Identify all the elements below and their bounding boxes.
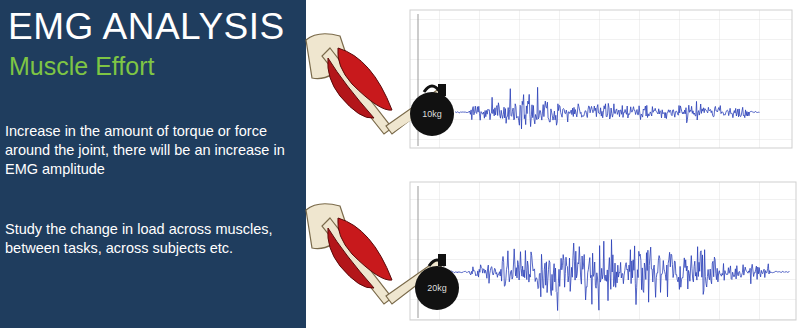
weight-label: 20kg [427, 283, 447, 293]
weight-label: 10kg [422, 109, 442, 119]
slide-subtitle: Muscle Effort [9, 52, 154, 81]
emg-plot [410, 182, 796, 320]
weight-circle: 10kg [410, 92, 454, 136]
weight-circle: 20kg [415, 266, 459, 310]
slide-title: EMG ANALYSIS [8, 6, 285, 48]
bullet-text: Study the change in load across muscles,… [5, 220, 303, 258]
bullet-text: Increase in the amount of torque or forc… [5, 122, 303, 179]
emg-plot [410, 10, 792, 148]
arm-illustration [306, 34, 446, 134]
